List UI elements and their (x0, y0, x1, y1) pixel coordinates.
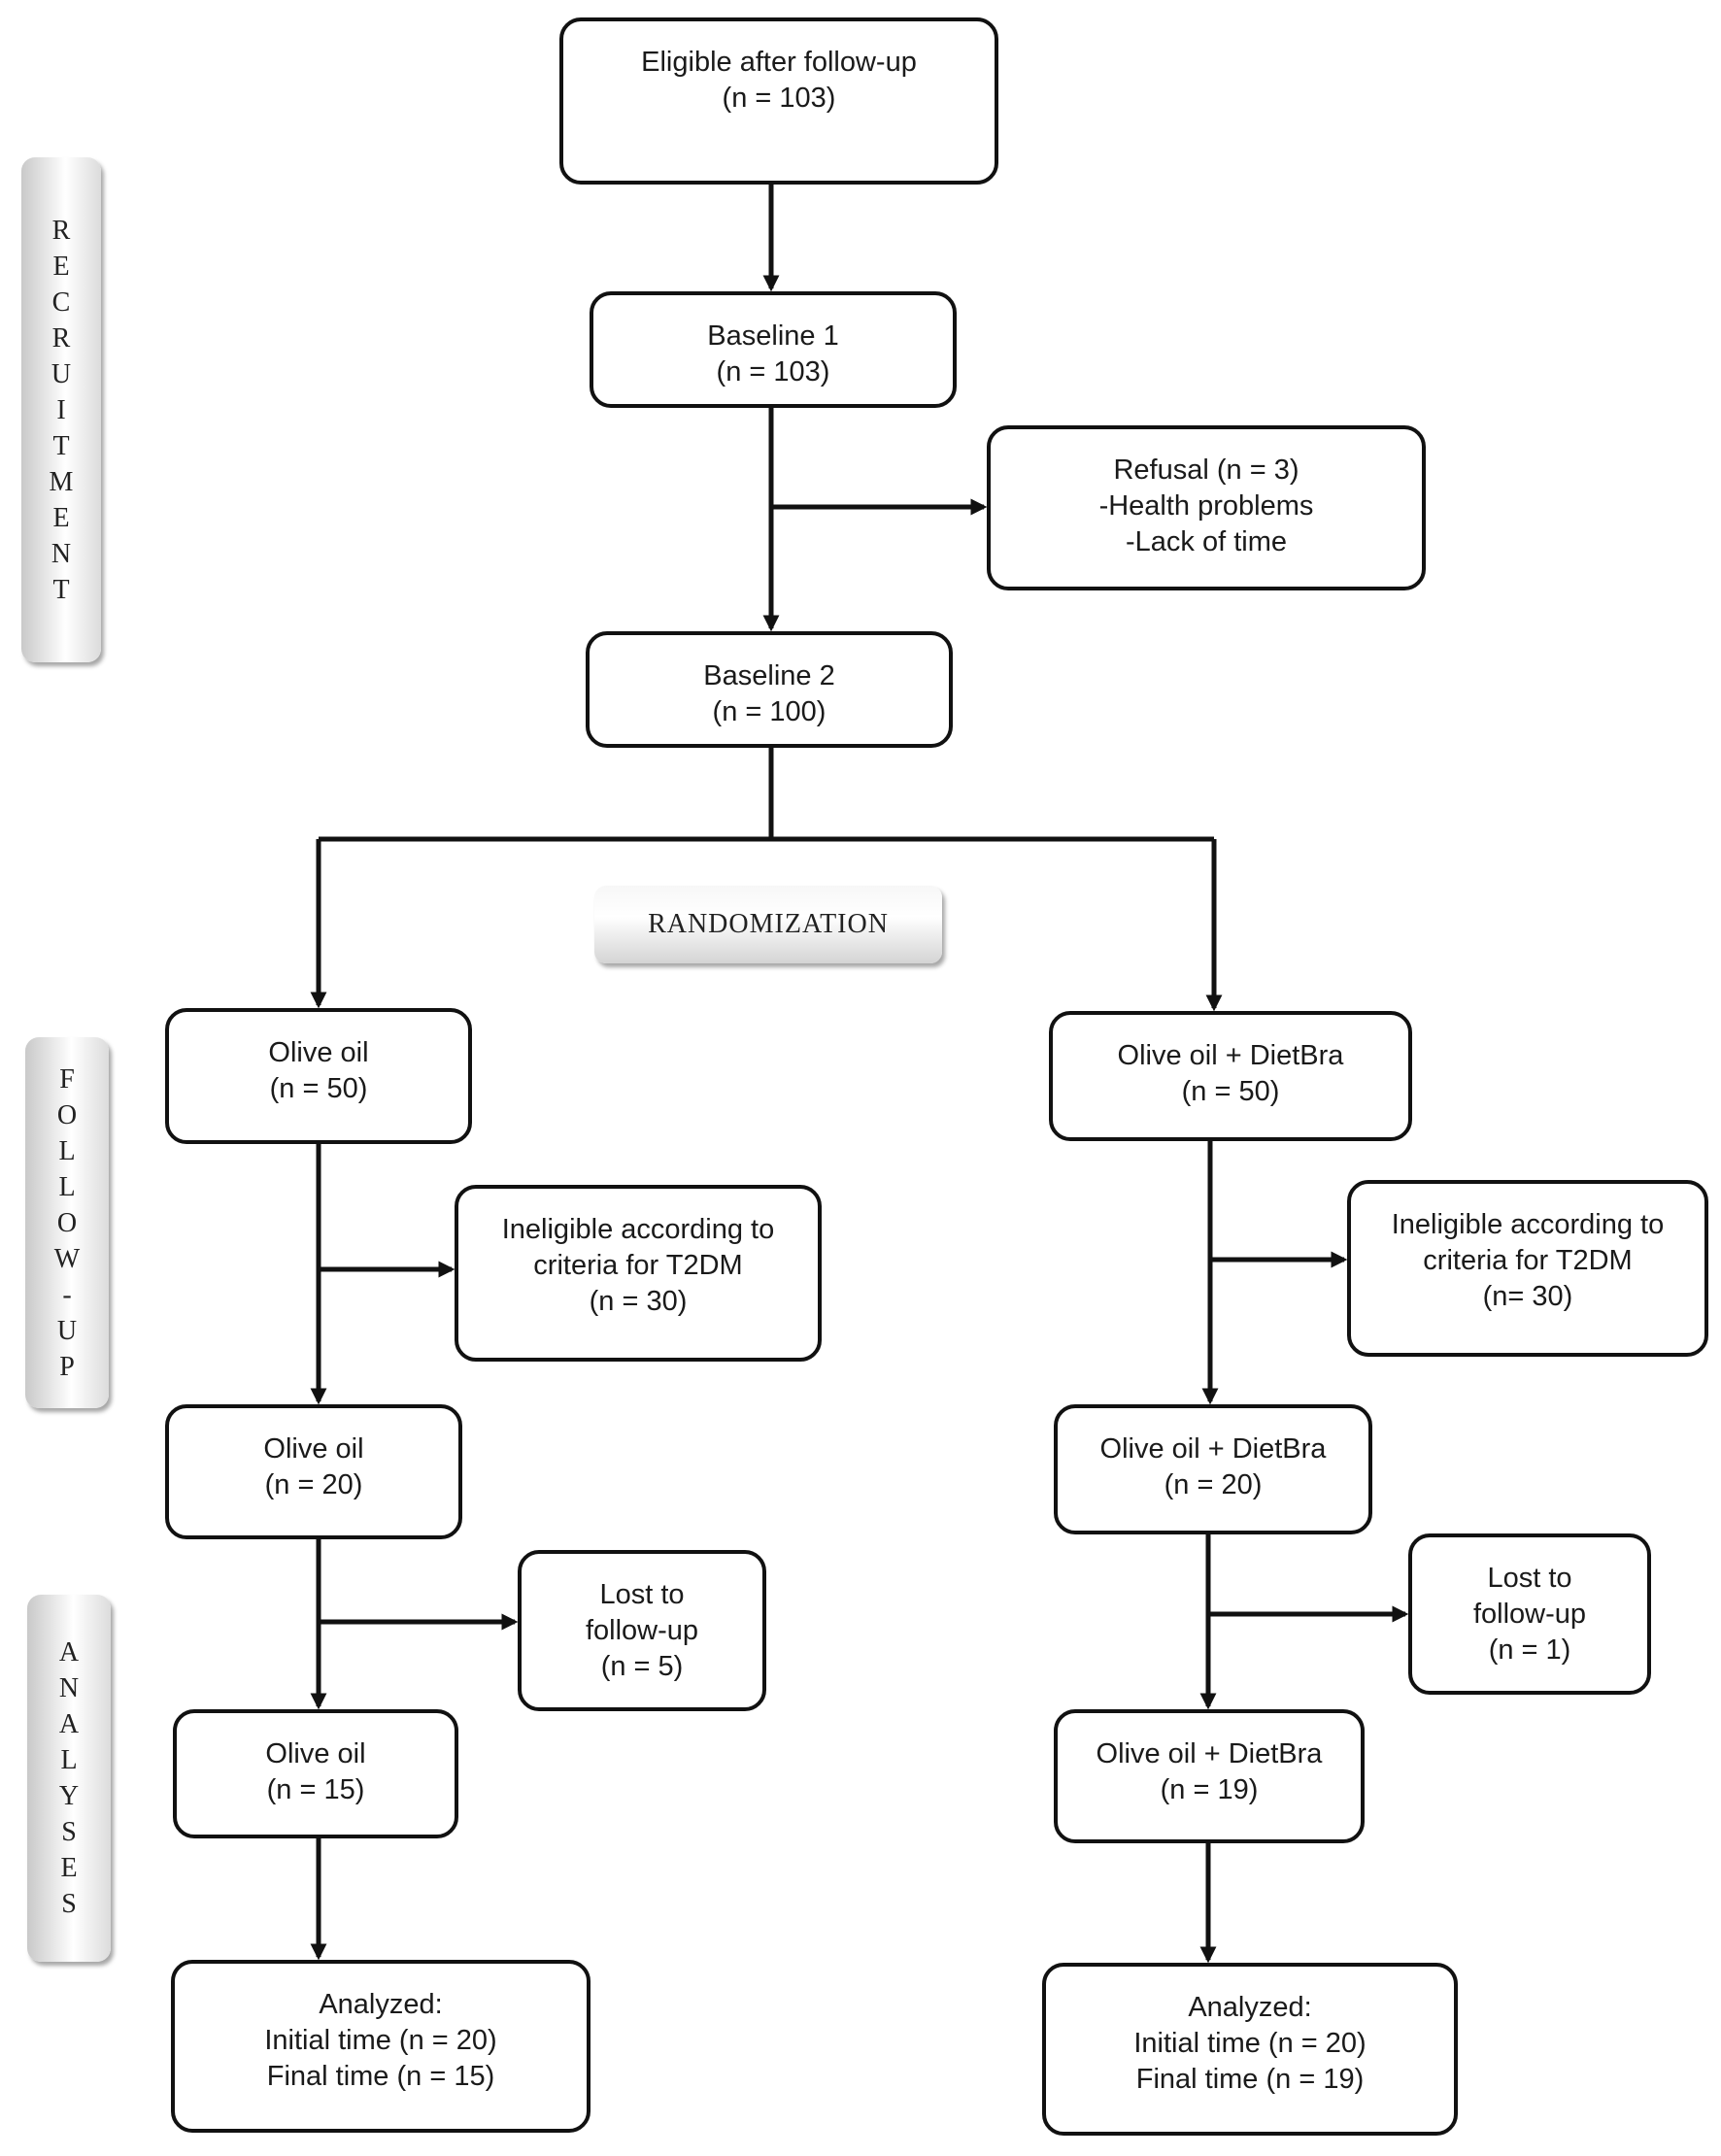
box-text-line: Lost to (599, 1579, 685, 1610)
box-refusal: Refusal (n = 3) -Health problems -Lack of … (987, 425, 1426, 590)
box-text-line: (n = 5) (600, 1651, 684, 1682)
phase-letter: E (52, 502, 70, 533)
box-text-line: Baseline 1 (707, 320, 839, 352)
phase-letter: L (58, 1171, 76, 1202)
box-text-line: (n = 20) (264, 1469, 363, 1500)
phase-letter: R (51, 215, 71, 246)
box-lost-right: Lost to follow-up (n = 1) (1408, 1533, 1651, 1695)
box-text-line: (n = 1) (1488, 1634, 1571, 1666)
box-text-line: -Lack of time (1126, 526, 1287, 557)
randomization-label: RANDOMIZATION (594, 886, 942, 963)
box-text-line: Olive oil + DietBra (1099, 1433, 1327, 1465)
box-olive-oil-dietbra-allocated: Olive oil + DietBra (n = 50) (1049, 1011, 1412, 1141)
phase-letter: F (59, 1063, 75, 1095)
box-text-line: (n = 50) (269, 1073, 368, 1104)
phase-letter: - (62, 1279, 72, 1310)
phase-letter: M (49, 466, 74, 497)
box-text-line: Refusal (n = 3) (1113, 455, 1299, 486)
box-olive-oil-dietbra-followup: Olive oil + DietBra (n = 20) (1054, 1404, 1372, 1534)
phase-letter: W (53, 1243, 81, 1274)
box-text-line: Olive oil + DietBra (1096, 1738, 1323, 1769)
phase-letter: Y (58, 1781, 80, 1811)
phase-letter: S (61, 1817, 77, 1847)
phase-letter: R (51, 322, 71, 354)
box-ineligible-right: Ineligible according to criteria for T2DM… (1347, 1180, 1708, 1357)
box-text-line: Ineligible according to (1391, 1209, 1665, 1240)
box-text-line: Analyzed: (319, 1989, 443, 2020)
box-eligible: Eligible after follow-up (n = 103) (559, 17, 998, 185)
phase-letter: I (56, 394, 66, 425)
box-text-line: (n = 100) (712, 696, 827, 727)
phase-letter: U (56, 1315, 78, 1346)
box-text-line: Final time (n = 15) (266, 2061, 495, 2092)
box-text-line: Olive oil + DietBra (1117, 1040, 1344, 1071)
box-text-line: Eligible after follow-up (641, 47, 917, 78)
box-olive-oil-dietbra-analyses: Olive oil + DietBra (n = 19) (1054, 1709, 1365, 1843)
box-text-line: (n = 20) (1164, 1469, 1263, 1500)
box-text-line: criteria for T2DM (533, 1250, 743, 1281)
phase-letter: T (52, 430, 70, 461)
box-text-line: (n = 15) (266, 1774, 365, 1805)
phase-letter: T (52, 574, 70, 605)
box-olive-oil-followup: Olive oil (n = 20) (165, 1404, 462, 1539)
phase-letter: L (58, 1135, 76, 1166)
box-text-line: follow-up (1472, 1599, 1587, 1630)
box-text-line: (n = 30) (589, 1286, 688, 1317)
box-text-line: criteria for T2DM (1423, 1245, 1633, 1276)
box-analyzed-right: Analyzed: Initial time (n = 20) Final time… (1042, 1963, 1458, 2136)
box-text-line: -Health problems (1098, 490, 1314, 522)
box-text-line: (n = 50) (1181, 1076, 1280, 1107)
phase-letter: L (60, 1745, 78, 1775)
phase-letter: E (60, 1853, 78, 1883)
phase-letter: A (58, 1709, 80, 1739)
box-analyzed-left: Analyzed: Initial time (n = 20) Final time… (171, 1960, 591, 2133)
box-text-line: Lost to (1487, 1563, 1572, 1594)
phase-letter: N (58, 1673, 80, 1703)
phase-letter: E (52, 251, 70, 282)
box-text-line: Olive oil (265, 1738, 366, 1769)
phase-letter: S (61, 1889, 77, 1919)
phase-letter: C (51, 286, 71, 318)
box-text-line: Analyzed: (1188, 1992, 1312, 2023)
box-text-line: Olive oil (268, 1037, 369, 1068)
box-olive-oil-allocated: Olive oil (n = 50) (165, 1008, 472, 1144)
phase-letter: O (56, 1099, 78, 1130)
box-text-line: (n= 30) (1482, 1281, 1573, 1312)
box-text-line: Olive oil (263, 1433, 364, 1465)
phase-letter: P (59, 1351, 75, 1382)
phase-letter: N (51, 538, 72, 569)
box-text-line: (n = 103) (722, 83, 836, 114)
phase-letter: A (58, 1637, 80, 1668)
box-text-line: Initial time (n = 20) (1133, 2028, 1367, 2059)
box-olive-oil-analyses: Olive oil (n = 15) (173, 1709, 458, 1838)
box-baseline-1: Baseline 1 (n = 103) (590, 291, 957, 408)
box-text-line: (n = 19) (1160, 1774, 1259, 1805)
box-text-line: Baseline 2 (703, 660, 835, 691)
phase-letter: U (51, 358, 72, 389)
box-text-line: (n = 103) (716, 356, 830, 387)
box-lost-left: Lost to follow-up (n = 5) (518, 1550, 766, 1711)
phase-letter: O (56, 1207, 78, 1238)
box-text-line: follow-up (585, 1615, 699, 1646)
box-text-line: Ineligible according to (501, 1214, 775, 1245)
box-text-line: Initial time (n = 20) (264, 2025, 497, 2056)
box-baseline-2: Baseline 2 (n = 100) (586, 631, 953, 748)
box-ineligible-left: Ineligible according to criteria for T2DM… (455, 1185, 822, 1362)
box-text-line: Final time (n = 19) (1135, 2064, 1365, 2095)
